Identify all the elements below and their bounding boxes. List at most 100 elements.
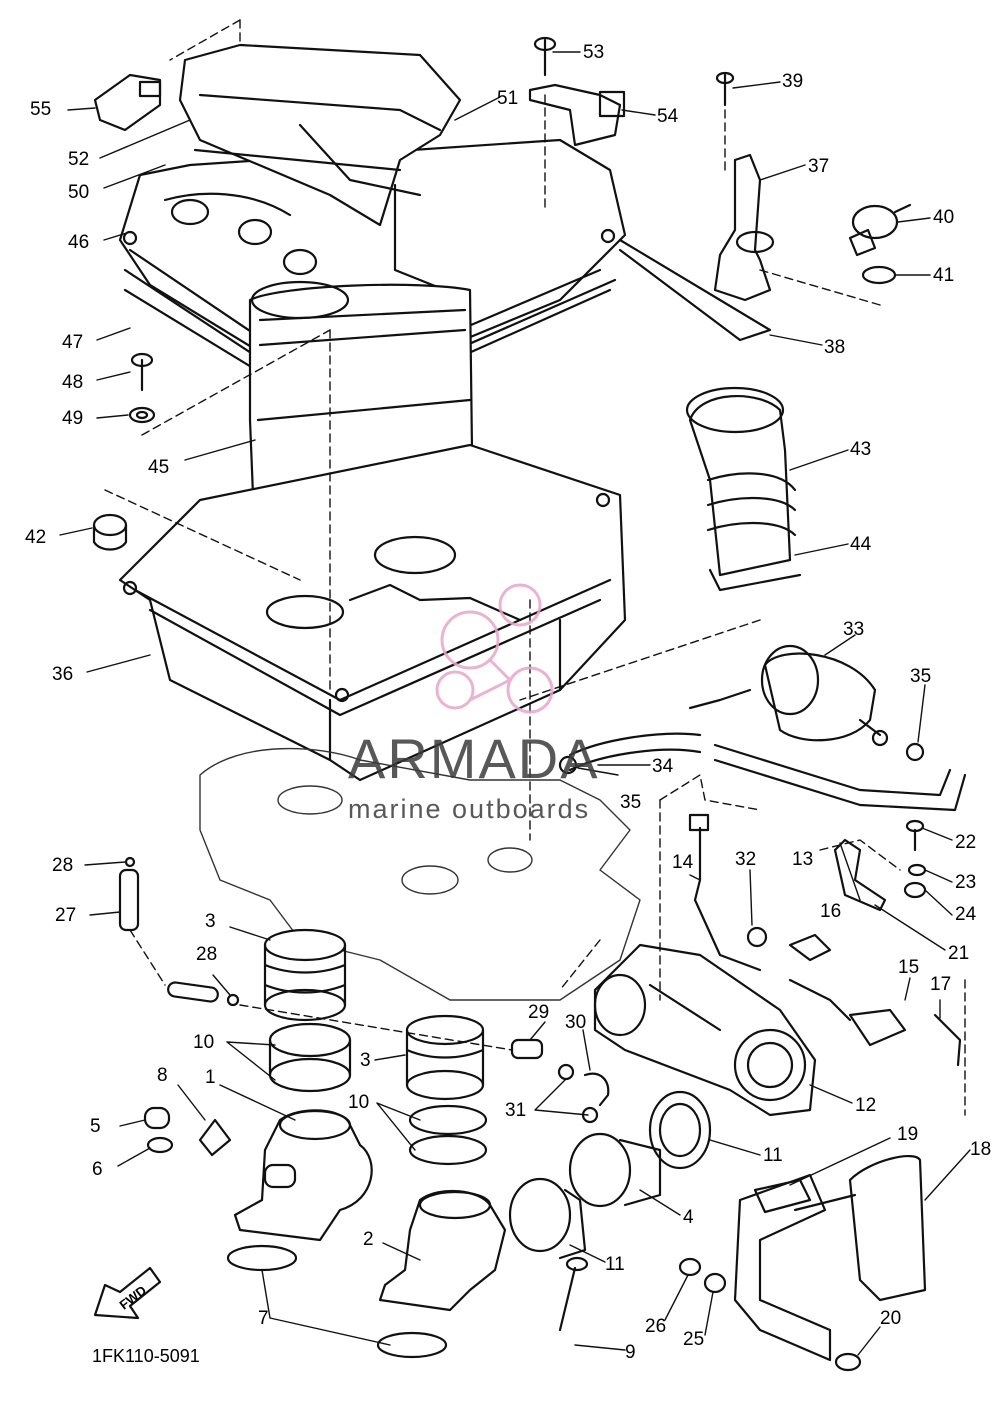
watermark-brand: ARMADA xyxy=(348,727,600,790)
air-cleaner-cap xyxy=(118,138,627,407)
callout-31: 31 xyxy=(505,1100,527,1121)
boot-3b xyxy=(405,1014,485,1101)
callout-33: 33 xyxy=(843,619,865,640)
callout-23: 23 xyxy=(955,872,977,893)
callout-48: 48 xyxy=(62,372,84,393)
callout-12: 12 xyxy=(855,1095,877,1116)
oring-41 xyxy=(861,265,897,285)
callout-15: 15 xyxy=(898,957,920,978)
callout-42: 42 xyxy=(25,527,47,548)
clamp-35b xyxy=(905,742,925,762)
seal-38 xyxy=(618,238,772,342)
joint-11a xyxy=(648,1090,712,1170)
callout-35-upper: 35 xyxy=(910,666,932,687)
callout-3-lower: 3 xyxy=(360,1050,371,1071)
oring-7a xyxy=(226,1244,298,1272)
nozzle-29 xyxy=(510,1038,544,1060)
part-32 xyxy=(746,926,768,948)
callout-40: 40 xyxy=(933,207,955,228)
callout-8: 8 xyxy=(157,1065,168,1086)
drawing-code: 1FK110-5091 xyxy=(92,1346,200,1366)
bolt-20 xyxy=(834,1352,862,1372)
callout-4: 4 xyxy=(683,1207,694,1228)
fuel-hose-34 xyxy=(568,732,967,812)
part-15 xyxy=(788,978,852,1022)
callout-16: 16 xyxy=(820,901,842,922)
clamp-10b xyxy=(408,1104,488,1166)
callout-39: 39 xyxy=(782,71,804,92)
callout-10-lower: 10 xyxy=(348,1092,370,1113)
part-19 xyxy=(753,1178,812,1214)
watermark-subtitle: marine outboards xyxy=(348,794,591,824)
hose-28 xyxy=(167,981,219,1003)
callout-24: 24 xyxy=(955,904,977,925)
part-55 xyxy=(93,73,162,132)
boot-3a xyxy=(263,928,347,1022)
callout-34: 34 xyxy=(652,756,674,777)
part-40 xyxy=(848,203,912,257)
part-54 xyxy=(528,83,626,147)
callout-52: 52 xyxy=(68,149,90,170)
callout-6: 6 xyxy=(92,1159,103,1180)
nut-24 xyxy=(903,881,927,899)
cable-14 xyxy=(693,826,762,972)
callout-32: 32 xyxy=(735,849,757,870)
oring-7b xyxy=(376,1331,448,1359)
joint-4 xyxy=(568,1132,662,1208)
intake-boot xyxy=(685,386,802,592)
callout-10-upper: 10 xyxy=(193,1032,215,1053)
callout-45: 45 xyxy=(148,457,170,478)
callout-9: 9 xyxy=(625,1342,636,1363)
watermark-logo xyxy=(435,583,554,714)
callout-21: 21 xyxy=(948,943,970,964)
fwd-arrow xyxy=(93,1266,162,1320)
callout-3-upper: 3 xyxy=(205,911,216,932)
callout-1: 1 xyxy=(205,1067,216,1088)
callout-11-upper: 11 xyxy=(763,1145,783,1166)
callout-5: 5 xyxy=(90,1116,101,1137)
part-17 xyxy=(933,1013,962,1067)
clip-28b xyxy=(226,993,240,1007)
clip-28a xyxy=(124,856,136,868)
callout-30: 30 xyxy=(565,1012,587,1033)
part-16 xyxy=(788,933,832,962)
callout-18: 18 xyxy=(970,1139,992,1160)
clamp-35a xyxy=(558,755,578,775)
callout-25: 25 xyxy=(683,1329,705,1350)
callout-20: 20 xyxy=(880,1308,902,1329)
callout-43: 43 xyxy=(850,439,872,460)
callout-54: 54 xyxy=(657,106,679,127)
callout-53: 53 xyxy=(583,42,605,63)
callout-17: 17 xyxy=(930,974,952,995)
clip-6 xyxy=(146,1136,174,1154)
leader-lines xyxy=(59,51,971,1356)
callout-55: 55 xyxy=(30,99,52,120)
engine-phantom xyxy=(199,747,641,1001)
manifold-1 xyxy=(233,1109,373,1242)
callout-22: 22 xyxy=(955,832,977,853)
callout-26: 26 xyxy=(645,1316,667,1337)
grommet-25 xyxy=(703,1272,727,1294)
bolt-8 xyxy=(198,1118,232,1157)
callout-19: 19 xyxy=(897,1124,919,1145)
part-37 xyxy=(713,153,772,302)
cap-5 xyxy=(143,1106,171,1130)
callout-11-lower: 11 xyxy=(605,1254,625,1275)
callout-35-lower: 35 xyxy=(620,792,642,813)
fuel-filter-33 xyxy=(688,644,889,747)
bolt-9 xyxy=(558,1266,577,1332)
washer-23 xyxy=(907,863,927,877)
callout-38: 38 xyxy=(824,337,846,358)
callout-49: 49 xyxy=(62,408,84,429)
grommet-42 xyxy=(92,513,128,551)
callout-2: 2 xyxy=(363,1229,374,1250)
callout-37: 37 xyxy=(808,156,830,177)
cover-18 xyxy=(733,1155,927,1362)
callout-14: 14 xyxy=(672,852,694,873)
manifold-2 xyxy=(378,1189,507,1312)
callout-50: 50 xyxy=(68,182,90,203)
guide-lines xyxy=(104,19,966,1116)
callout-41: 41 xyxy=(933,265,955,286)
